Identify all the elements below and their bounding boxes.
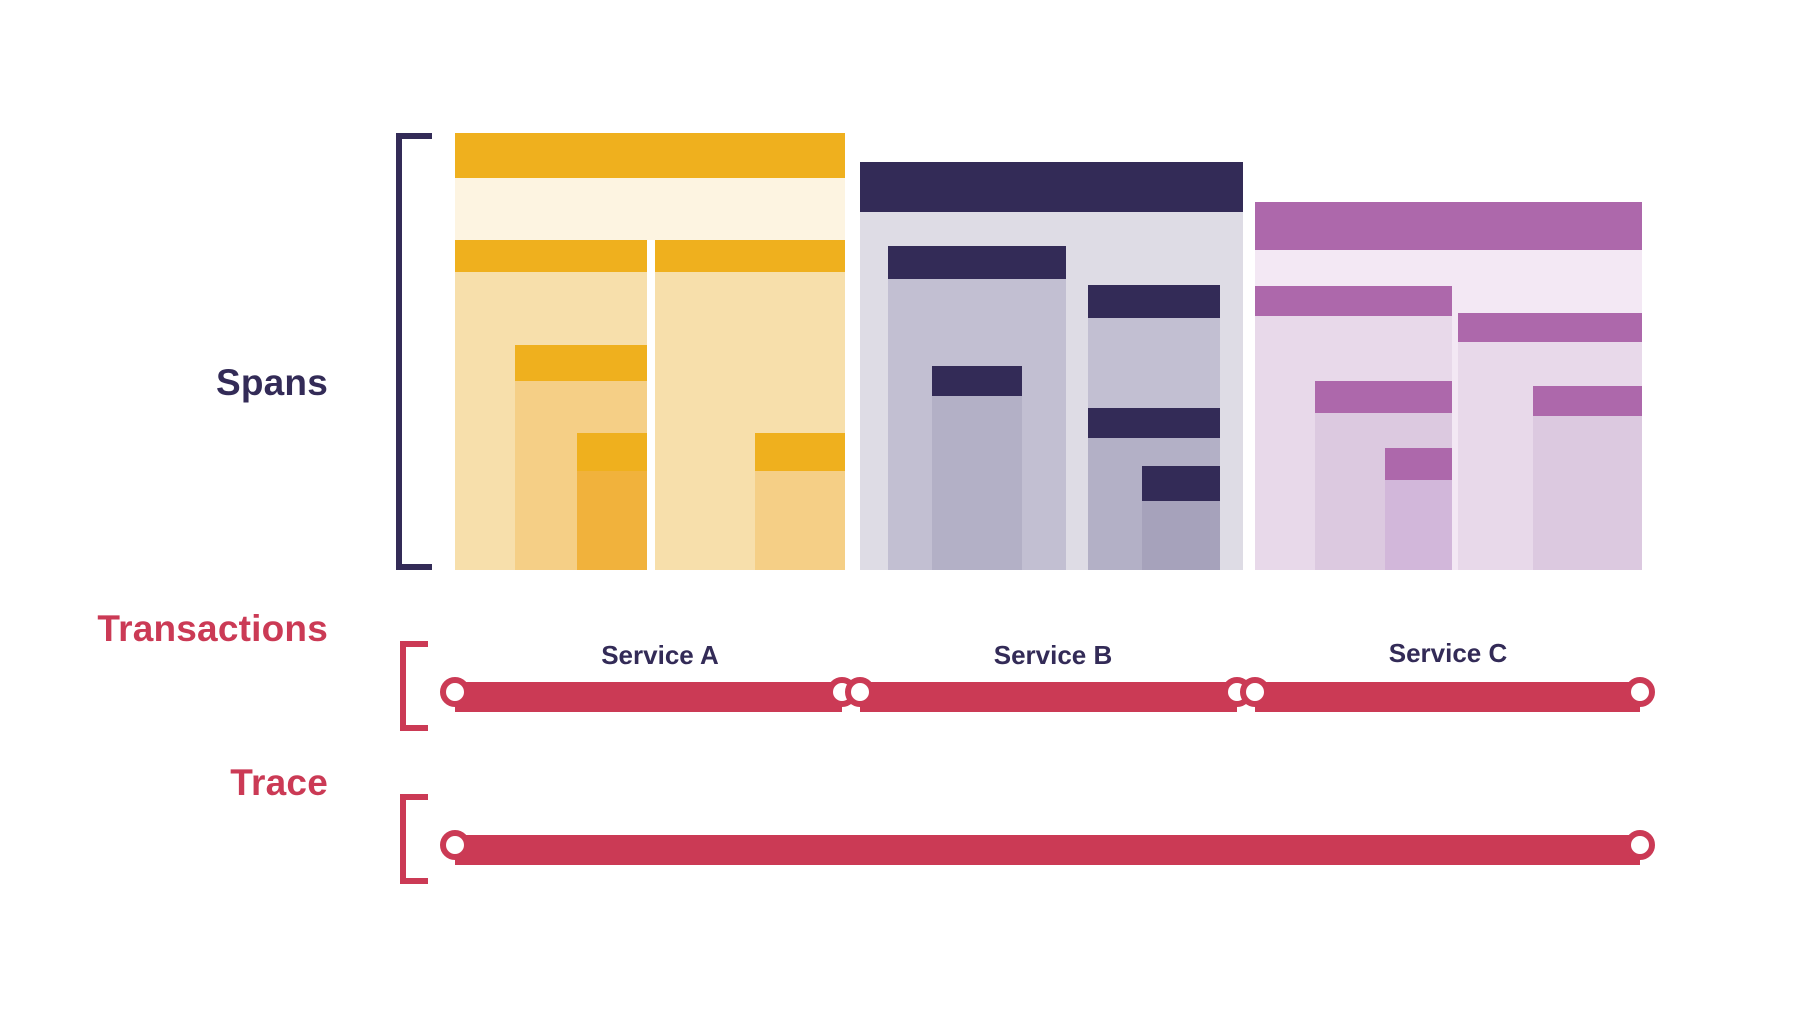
service-group-a (455, 133, 845, 570)
span-a-2-header[interactable] (655, 240, 845, 272)
service-label-a: Service A (601, 640, 719, 670)
transaction-a-line[interactable] (455, 682, 842, 712)
span-a-root-header[interactable] (455, 133, 845, 178)
span-b-2-1-1-body[interactable] (1142, 501, 1220, 570)
service-group-c (1255, 133, 1642, 570)
span-b-2-1-1-header[interactable] (1142, 466, 1220, 501)
span-b-1-1-body[interactable] (932, 396, 1022, 570)
transaction-b-line[interactable] (860, 682, 1237, 712)
span-c-1-1-1-header[interactable] (1385, 448, 1452, 480)
transaction-c-start-dot[interactable] (1240, 677, 1270, 707)
trace-row-label: Trace (230, 762, 328, 803)
span-c-2-1-body[interactable] (1533, 416, 1642, 570)
trace-lane (0, 830, 1800, 865)
span-b-2-1-header[interactable] (1088, 408, 1220, 438)
spans-row-label: Spans (215, 362, 328, 403)
service-group-b (860, 133, 1243, 570)
span-a-1-1-1-header[interactable] (577, 433, 647, 471)
span-c-root-header[interactable] (1255, 202, 1642, 250)
trace-span-line[interactable] (455, 835, 1640, 865)
span-a-1-1-1-body[interactable] (577, 471, 647, 570)
span-b-1-1-header[interactable] (932, 366, 1022, 396)
transactions-lane (0, 677, 1800, 712)
span-a-1-header[interactable] (455, 240, 647, 272)
trace-bracket (400, 794, 428, 884)
transaction-c-end-dot[interactable] (1625, 677, 1655, 707)
span-a-2-1-body[interactable] (755, 471, 845, 570)
transaction-a-start-dot[interactable] (440, 677, 470, 707)
service-label-b: Service B (993, 640, 1113, 670)
span-a-root-body[interactable] (455, 178, 845, 240)
trace-span-start-dot[interactable] (440, 830, 470, 860)
span-c-2-header[interactable] (1458, 313, 1642, 342)
span-c-1-header[interactable] (1255, 286, 1452, 316)
trace-span-end-dot[interactable] (1625, 830, 1655, 860)
transactions-bracket (400, 641, 428, 731)
span-c-1-1-header[interactable] (1315, 381, 1452, 413)
span-c-2-1-header[interactable] (1533, 386, 1642, 416)
span-b-1-header[interactable] (888, 246, 1066, 279)
span-b-2-header[interactable] (1088, 285, 1220, 318)
service-label-c: Service C (1388, 638, 1508, 668)
span-b-root-header[interactable] (860, 162, 1243, 212)
spans-bracket (396, 133, 432, 570)
span-c-1-1-1-body[interactable] (1385, 480, 1452, 570)
transaction-c-line[interactable] (1255, 682, 1640, 712)
transactions-row-label: Transactions (97, 608, 328, 649)
span-a-1-1-header[interactable] (515, 345, 647, 381)
span-a-2-1-header[interactable] (755, 433, 845, 471)
spans-plot (455, 133, 1645, 570)
transaction-b-start-dot[interactable] (845, 677, 875, 707)
